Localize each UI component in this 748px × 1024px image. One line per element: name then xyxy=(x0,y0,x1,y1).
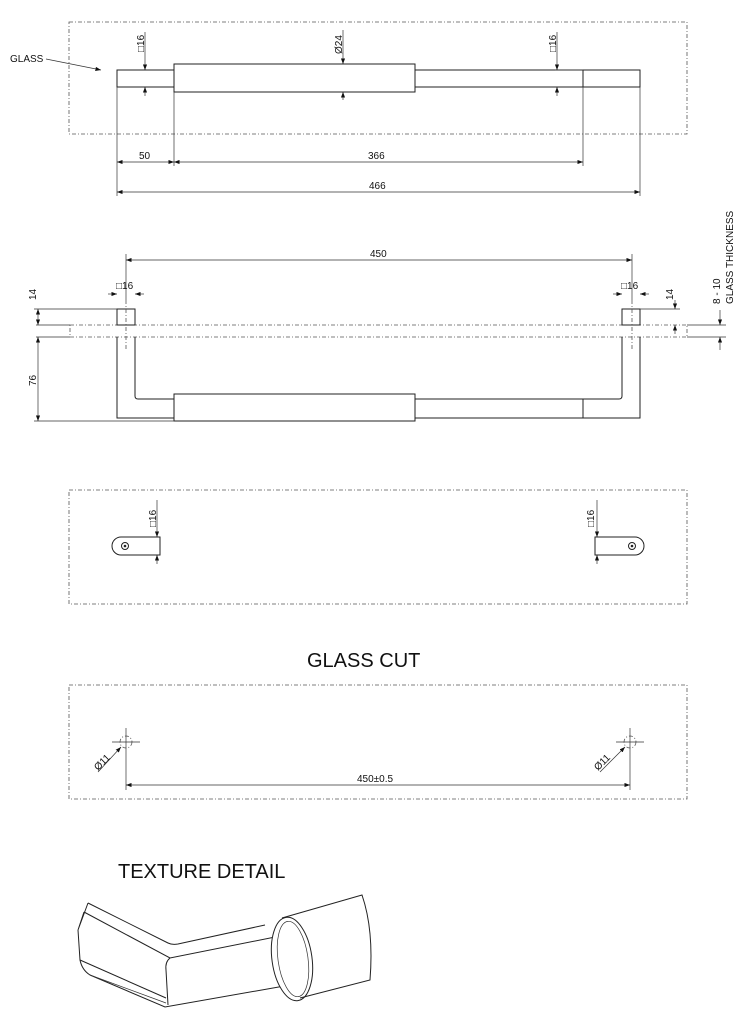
dim-overall: 466 xyxy=(369,181,386,192)
bracket-right-size: □16 xyxy=(586,509,597,527)
glass-outline-cut xyxy=(68,684,688,800)
glass-thickness-label: GLASS THICKNESS xyxy=(725,210,736,304)
grip-side xyxy=(173,393,416,422)
glass-cut-view: Ø11 Ø11 450±0.5 xyxy=(68,684,688,800)
back-view: □16 □16 xyxy=(68,489,688,605)
bracket-left-size: □16 xyxy=(148,509,159,527)
post-right-size: □16 xyxy=(621,281,639,292)
dim-right-mount: 14 xyxy=(665,288,676,300)
glass-outline xyxy=(68,21,688,135)
texture-detail-title: TEXTURE DETAIL xyxy=(118,861,285,883)
top-view: GLASS □16 Ø24 □16 50 366 466 xyxy=(10,21,688,196)
glass-cut-title: GLASS CUT xyxy=(307,650,420,672)
handle-bar-top xyxy=(116,63,641,93)
dim-offset: 50 xyxy=(139,151,151,162)
bracket-right xyxy=(594,536,645,556)
glass-label: GLASS xyxy=(10,54,44,65)
post-left-size: □16 xyxy=(116,281,134,292)
dim-left-mount: 14 xyxy=(28,288,39,300)
dim-centers: 450 xyxy=(370,249,387,260)
glass-thickness-value: 8 - 10 xyxy=(712,278,723,304)
hole-right-diameter: Ø11 xyxy=(592,752,613,773)
hole-left-diameter: Ø11 xyxy=(92,752,113,773)
post-left-size: □16 xyxy=(136,34,147,52)
handle-left-leg xyxy=(116,337,174,419)
bracket-left xyxy=(111,536,161,556)
dim-inner: 366 xyxy=(368,151,385,162)
side-view: 450 □16 □16 14 76 14 xyxy=(28,210,736,422)
dim-projection: 76 xyxy=(28,374,39,386)
glass-outline-back xyxy=(68,489,688,605)
dim-holes: 450±0.5 xyxy=(357,774,394,785)
glass-leader xyxy=(45,58,102,71)
grip-diameter: Ø24 xyxy=(334,35,345,54)
texture-detail-drawing xyxy=(77,894,372,1008)
handle-right-leg xyxy=(415,337,641,419)
post-right-size: □16 xyxy=(548,34,559,52)
glass-section xyxy=(69,324,688,338)
